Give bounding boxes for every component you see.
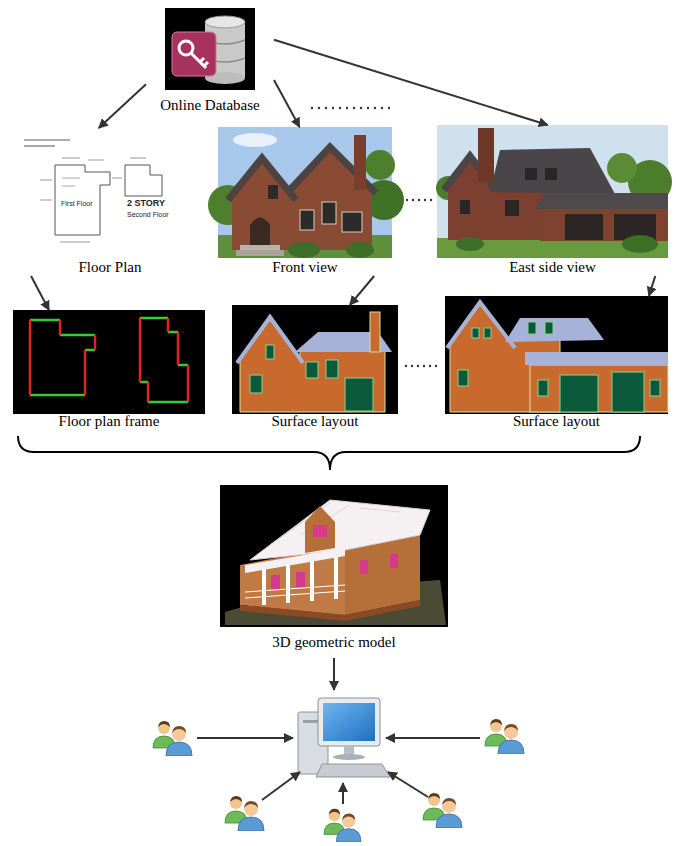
image-area (216, 485, 452, 633)
floor-plan-frame (13, 310, 205, 414)
flow-arrow (31, 276, 49, 310)
image-area (146, 8, 274, 96)
image-area (441, 296, 672, 412)
image-caption: Online Database (146, 96, 274, 114)
house-photo-front (208, 127, 404, 258)
plan-annotation: Second Floor (127, 211, 169, 219)
flow-arrow (274, 80, 300, 127)
merge-bracket (18, 436, 640, 470)
surface-layout-front (232, 305, 398, 414)
computer-icon (298, 698, 390, 777)
image-panel: Floor Plan (16, 128, 204, 276)
image-caption: Floor plan frame (9, 412, 209, 430)
image-caption: 3D geometric model (216, 633, 452, 651)
plan-annotation: 2 STORY (127, 199, 165, 209)
image-caption: Surface layout (441, 412, 672, 430)
3d-model-render (220, 485, 448, 627)
image-area (214, 127, 396, 258)
user-arrows (197, 738, 480, 804)
image-panel: 3D geometric model (216, 485, 452, 651)
flow-arrow (333, 658, 335, 690)
flow-arrow (649, 276, 655, 296)
image-area (9, 310, 209, 412)
flow-arrow (350, 276, 374, 305)
user-icons (153, 719, 524, 842)
floor-plan-sketch (24, 140, 162, 242)
plan-annotation: First Floor (61, 200, 93, 208)
house-photo-east (436, 125, 672, 258)
flow-arrow (274, 40, 548, 125)
surface-layout-east (445, 296, 668, 414)
image-panel: Floor plan frame (9, 310, 209, 430)
image-caption: Surface layout (228, 412, 402, 430)
image-area (16, 128, 204, 258)
image-panel: Front view (214, 127, 396, 276)
image-caption: East side view (433, 258, 672, 276)
image-panel: Online Database (146, 8, 274, 114)
image-panel: Surface layout (441, 296, 672, 430)
image-panel: East side view (433, 125, 672, 276)
image-caption: Front view (214, 258, 396, 276)
image-area (433, 125, 672, 258)
database-icon (165, 8, 255, 90)
image-area (228, 305, 402, 412)
flow-arrow (99, 84, 146, 128)
image-caption: Floor Plan (16, 258, 204, 276)
image-panel: Surface layout (228, 305, 402, 430)
